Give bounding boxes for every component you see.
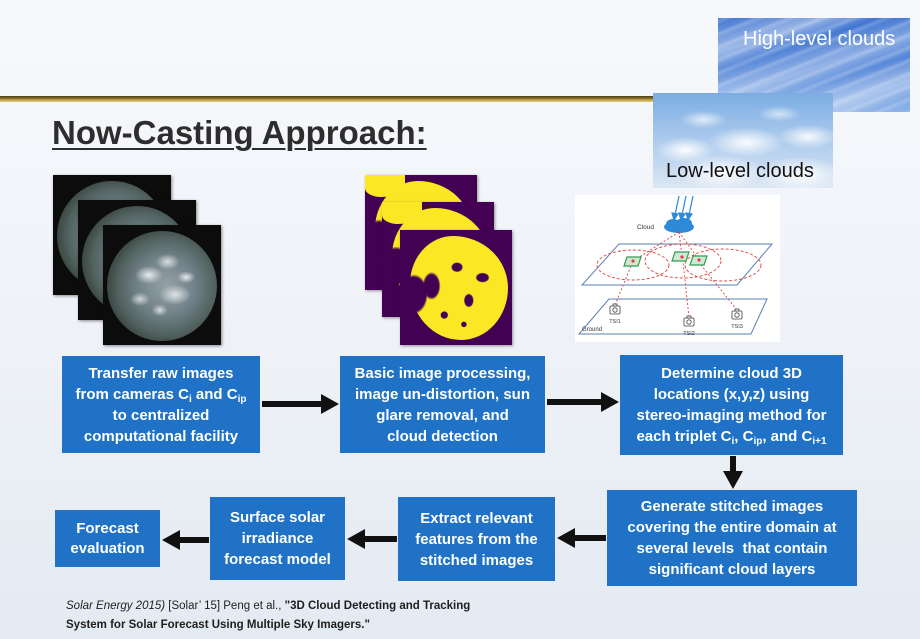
step-basic-image-processing: Basic image processing, image un-distort… — [340, 356, 545, 453]
citation-paper-title: System for Solar Forecast Using Multiple… — [66, 619, 370, 631]
ground-label: Ground — [582, 327, 602, 333]
cloud-region — [410, 236, 508, 340]
step-line: covering the entire domain at — [627, 519, 837, 536]
camera-subscript: i — [731, 436, 735, 447]
step-line: Forecast — [76, 519, 139, 537]
step-text: and C — [191, 385, 238, 403]
stereo-imaging-diagram: Cloud Ground TSI1 — [575, 195, 780, 342]
citation-reference: [Solar’ 15] Peng et al., — [165, 600, 285, 612]
citation-line: System for Solar Forecast Using Multiple… — [66, 616, 470, 635]
camera-subscript: ip — [237, 393, 247, 405]
step-transfer-raw-images: Transfer raw images from cameras Ci and … — [62, 356, 260, 453]
camera-label: TSI3 — [731, 324, 743, 330]
step-determine-cloud-3d-locations: Determine cloud 3D locations (x,y,z) usi… — [620, 355, 843, 455]
arrow-down — [723, 456, 743, 489]
camera-subscript: i+1 — [812, 436, 827, 447]
citation-line: Solar Energy 2015) [Solar’ 15] Peng et a… — [66, 597, 470, 616]
step-forecast-evaluation: Forecast evaluation — [55, 510, 160, 567]
cloud-points — [631, 255, 701, 263]
header-rule — [0, 96, 700, 102]
low-level-clouds-label: Low-level clouds — [666, 160, 814, 182]
step-line: Generate stitched images — [640, 498, 824, 515]
step-text: from cameras C — [75, 385, 189, 403]
camera-icon — [609, 303, 621, 315]
step-line: irradiance — [241, 530, 314, 547]
step-line: locations (x,y,z) using — [653, 386, 810, 403]
citation-paper-title: "3D Cloud Detecting and Tracking — [284, 600, 471, 612]
step-text: each triplet C — [636, 428, 732, 445]
step-line: stereo-imaging method for — [636, 407, 827, 424]
arrow-left — [557, 528, 606, 548]
projection-lines — [614, 231, 738, 318]
cloud-detection-mask — [400, 230, 512, 345]
step-line: several levels that contain — [636, 540, 828, 557]
step-line: each triplet Ci, Cip, and Ci+1 — [636, 426, 826, 447]
step-irradiance-forecast-model: Surface solar irradiance forecast model — [210, 497, 345, 580]
citation: Solar Energy 2015) [Solar’ 15] Peng et a… — [66, 597, 470, 635]
arrow-left — [347, 529, 397, 549]
arrow-right — [262, 394, 339, 414]
step-text: , and C — [762, 428, 813, 445]
step-line: to centralized — [112, 406, 210, 424]
step-line: Transfer raw images — [88, 364, 234, 382]
step-line: significant cloud layers — [648, 561, 816, 578]
fisheye-sky-image — [103, 225, 221, 345]
low-level-clouds-photo: Low-level clouds — [653, 93, 833, 188]
high-level-clouds-label: High-level clouds — [743, 28, 896, 50]
camera-icon — [731, 308, 743, 320]
ground-plane — [577, 298, 768, 335]
step-line: from cameras Ci and Cip — [76, 384, 247, 405]
step-line: glare removal, and — [376, 406, 509, 424]
camera-subscript: ip — [753, 436, 763, 447]
fisheye-sky-view — [107, 231, 217, 341]
stereo-diagram-svg: Cloud Ground TSI1 — [577, 195, 774, 337]
step-line: Basic image processing, — [354, 364, 531, 382]
step-line: cloud detection — [387, 427, 498, 445]
camera-icon — [683, 315, 695, 327]
arrow-right — [547, 392, 619, 412]
sun-ray-arrows — [671, 195, 694, 222]
cloud-plane — [580, 243, 774, 286]
step-line: image un-distortion, sun — [355, 385, 530, 403]
camera-label: TSI2 — [683, 331, 695, 337]
step-line: features from the — [415, 530, 538, 548]
step-line: Surface solar — [229, 509, 326, 526]
cloud-label: Cloud — [637, 224, 654, 231]
camera-field-of-view — [596, 243, 762, 282]
step-line: Determine cloud 3D — [661, 365, 802, 382]
camera-subscript: i — [188, 393, 192, 405]
step-generate-stitched-images: Generate stitched images covering the en… — [607, 490, 857, 586]
slide-title: Now-Casting Approach: — [52, 114, 427, 151]
step-line: forecast model — [224, 551, 331, 568]
camera-label: TSI1 — [609, 319, 621, 325]
step-extract-features: Extract relevant features from the stitc… — [398, 497, 555, 581]
step-line: evaluation — [70, 539, 145, 557]
citation-journal: Solar Energy 2015) — [66, 600, 166, 612]
step-line: computational facility — [83, 427, 239, 445]
step-text: , C — [734, 428, 754, 445]
step-line: stitched images — [419, 551, 534, 569]
arrow-left — [162, 530, 209, 550]
step-line: Extract relevant — [420, 509, 533, 527]
cloud-shape — [664, 218, 694, 233]
